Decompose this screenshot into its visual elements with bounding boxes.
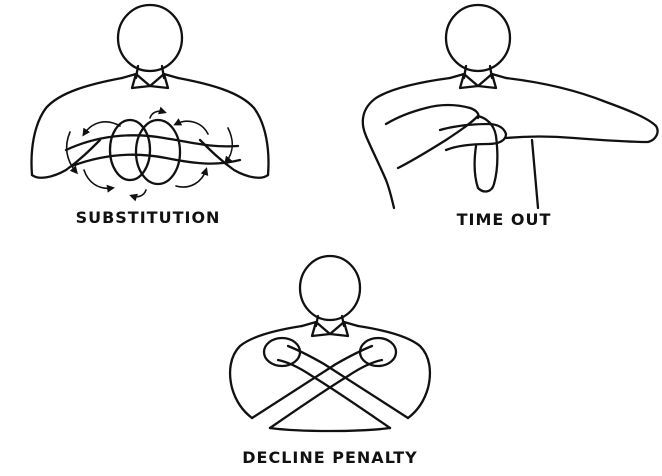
time-out-caption: TIME OUT: [457, 210, 552, 229]
time-out-torso-right: [532, 140, 538, 208]
substitution-arrow-7: [226, 128, 232, 162]
substitution-head: [118, 5, 182, 71]
substitution-figure: [32, 5, 269, 197]
time-out-vertical-forearm: [386, 105, 479, 168]
time-out-collar: [450, 74, 506, 88]
decline-penalty-caption: DECLINE PENALTY: [242, 448, 417, 467]
substitution-forearm-b: [72, 155, 240, 166]
decline-penalty-waist: [270, 428, 390, 431]
substitution-caption: SUBSTITUTION: [76, 208, 221, 227]
time-out-right-arm: [506, 78, 658, 142]
substitution-arrow-2: [84, 170, 112, 188]
substitution-collar: [122, 74, 178, 88]
time-out-head: [446, 5, 510, 71]
substitution-fist-right: [136, 120, 180, 184]
decline-penalty-figure: [230, 256, 430, 431]
decline-penalty-torso: [230, 326, 430, 418]
time-out-upright-hand: [475, 116, 498, 191]
substitution-arrow-4: [176, 121, 208, 134]
decline-penalty-head: [300, 256, 360, 320]
substitution-arrow-3: [176, 170, 206, 187]
substitution-arrow-5: [150, 111, 164, 118]
substitution-arrow-6: [132, 190, 146, 197]
decline-penalty-collar: [302, 322, 358, 336]
time-out-figure: [363, 5, 658, 208]
time-out-torso-left: [363, 78, 450, 208]
